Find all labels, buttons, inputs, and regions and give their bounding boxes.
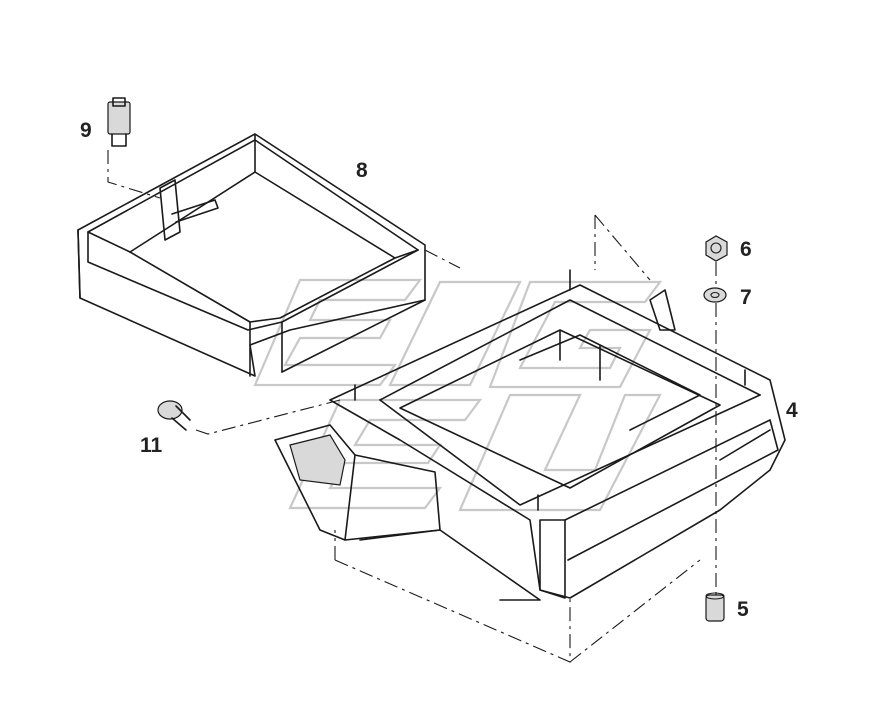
- leader-line-11: [195, 399, 341, 435]
- callout-11: 11: [140, 434, 163, 457]
- callout-6: 6: [740, 238, 752, 261]
- frame-side-bracket: [274, 424, 541, 601]
- callout-5: 5: [737, 598, 749, 621]
- phantom-diagonal: [594, 214, 651, 281]
- latch-part-9: [107, 97, 131, 147]
- spacer-part-5: [705, 592, 725, 622]
- tray-part-8: [77, 133, 426, 377]
- pin-part-11: [157, 400, 191, 431]
- washer-part-7: [703, 287, 727, 303]
- callout-8: 8: [356, 159, 368, 182]
- phantom-outline: [334, 530, 701, 663]
- leader-line-8: [424, 249, 461, 269]
- frame-part-4: [329, 269, 786, 599]
- callout-4: 4: [786, 399, 798, 422]
- callout-9: 9: [80, 119, 92, 142]
- nut-part-6: [705, 235, 728, 262]
- watermark-logo: [253, 278, 663, 512]
- leader-line-9: [107, 150, 161, 199]
- callout-7: 7: [740, 286, 752, 309]
